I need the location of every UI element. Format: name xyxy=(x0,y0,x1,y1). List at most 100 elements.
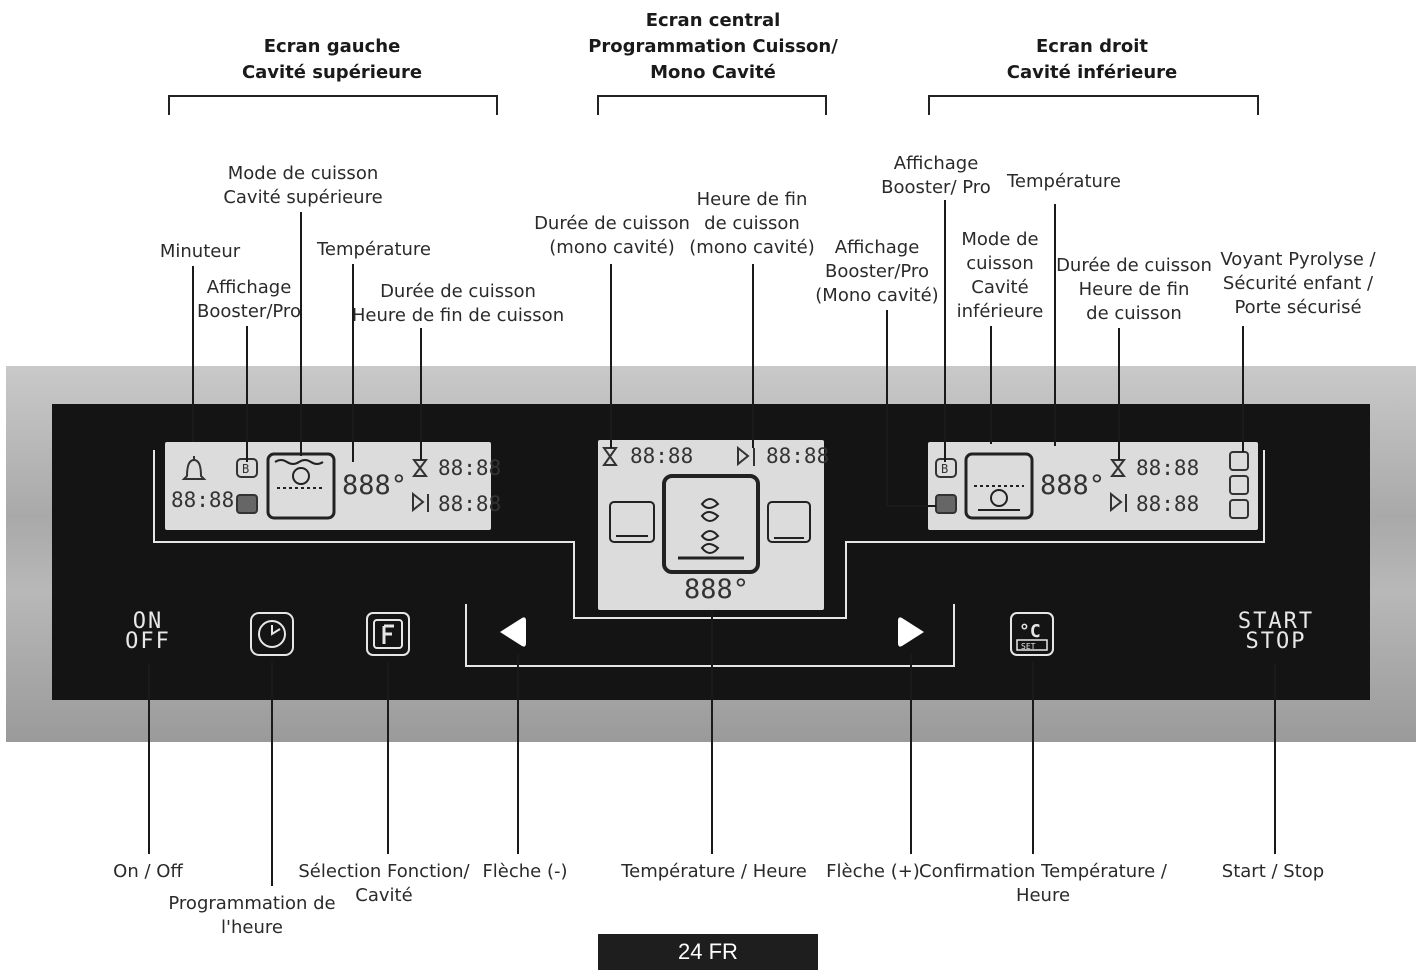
label-temp-right: Température xyxy=(1006,171,1122,192)
bracket-left xyxy=(168,95,498,115)
left-timer-readout: 88:88 xyxy=(171,488,235,512)
label-start-stop: Start / Stop xyxy=(1221,861,1325,882)
fan-mode-icon xyxy=(662,474,760,574)
leader-line xyxy=(1118,328,1120,460)
label-heure-fin-mono: Heure de fin de cuisson (mono cavité) xyxy=(689,189,815,258)
left-display xyxy=(165,442,491,530)
center-temp-readout: 888° xyxy=(684,574,750,605)
leader-line xyxy=(352,264,354,462)
label-prog-heure: Programmation de l'heure xyxy=(168,893,336,938)
svg-text:B: B xyxy=(941,462,948,476)
center-display-icons xyxy=(602,445,811,574)
cavity-lower-icon xyxy=(964,452,1034,520)
right-display-icons: B xyxy=(935,451,1249,520)
upper-cavity-selector-icon xyxy=(609,501,655,543)
left-display-icons: B xyxy=(181,452,429,520)
bracket-center xyxy=(597,95,827,115)
leader-line xyxy=(752,264,754,448)
leader-line xyxy=(387,662,389,854)
header-center-screen: Ecran central Programmation Cuisson/ Mon… xyxy=(588,10,838,83)
right-temp-readout: 888° xyxy=(1040,470,1106,501)
left-duration-readout: 88:88 xyxy=(438,456,502,480)
pro-icon xyxy=(236,494,258,514)
label-temp-left: Température xyxy=(316,239,432,260)
svg-text:°C: °C xyxy=(1019,621,1041,642)
svg-text:B: B xyxy=(242,462,249,476)
leader-line xyxy=(1032,662,1034,854)
clock-button[interactable] xyxy=(250,612,294,656)
pro-icon xyxy=(935,494,957,514)
arrow-right-button[interactable] xyxy=(894,614,928,650)
leader-line xyxy=(1242,326,1244,452)
fan-icon xyxy=(678,498,744,560)
leader-line xyxy=(148,664,150,854)
leader-line xyxy=(517,654,519,854)
hourglass-icon xyxy=(602,447,618,466)
label-fleche-plus: Flèche (+) xyxy=(826,861,920,882)
hourglass-icon xyxy=(1110,459,1126,477)
leader-line xyxy=(246,326,248,462)
label-temp-heure: Température / Heure xyxy=(621,861,807,882)
door-lock-icon xyxy=(1229,499,1249,519)
end-time-icon xyxy=(1110,491,1127,513)
label-affichage-mono: Affichage Booster/Pro (Mono cavité) xyxy=(815,237,939,306)
label-minuteur: Minuteur xyxy=(159,241,241,262)
leader-line xyxy=(886,310,888,506)
leader-line xyxy=(192,266,194,442)
label-fleche-minus: Flèche (-) xyxy=(482,861,568,882)
function-icon xyxy=(366,612,410,656)
leader-line xyxy=(420,328,422,460)
page-footer: 24 FR xyxy=(598,934,818,970)
header-left-screen: Ecran gauche Cavité supérieure xyxy=(241,36,423,83)
leader-line xyxy=(271,662,273,886)
arrow-left-button[interactable] xyxy=(496,614,530,650)
center-duration-readout: 88:88 xyxy=(630,444,694,468)
bell-icon xyxy=(181,456,207,480)
leader-line xyxy=(300,212,302,456)
lower-cavity-selector-icon xyxy=(767,501,811,543)
leader-line xyxy=(910,654,912,854)
temp-set-icon xyxy=(1010,612,1054,656)
end-time-icon xyxy=(412,491,429,513)
child-lock-icon xyxy=(1229,475,1249,495)
label-affichage-right: Affichage Booster/ Pro xyxy=(881,153,991,198)
leader-line xyxy=(990,326,992,444)
right-duration-readout: 88:88 xyxy=(1136,456,1200,480)
temp-set-button[interactable]: °C SET xyxy=(1010,612,1054,656)
booster-icon: B xyxy=(935,458,957,478)
leader-line xyxy=(1274,664,1276,854)
cavity-upper-icon xyxy=(266,452,336,520)
start-stop-button[interactable]: START STOP xyxy=(1237,609,1315,654)
leader-line xyxy=(886,505,936,507)
leader-line xyxy=(610,264,612,448)
hourglass-icon xyxy=(412,459,428,477)
center-display xyxy=(598,440,824,610)
left-end-readout: 88:88 xyxy=(438,492,502,516)
label-duree-mono: Durée de cuisson (mono cavité) xyxy=(534,213,690,258)
bracket-right xyxy=(928,95,1259,115)
leader-line xyxy=(1054,204,1056,446)
label-duree-left: Durée de cuisson Heure de fin de cuisson xyxy=(351,281,565,326)
label-mode-upper: Mode de cuisson Cavité supérieure xyxy=(223,163,383,208)
label-selection: Sélection Fonction/ Cavité xyxy=(298,861,470,906)
end-time-icon xyxy=(737,445,755,467)
center-end-readout: 88:88 xyxy=(766,444,830,468)
label-duree-right: Durée de cuisson Heure de fin de cuisson xyxy=(1056,255,1212,324)
clock-icon xyxy=(250,612,294,656)
function-button[interactable] xyxy=(366,612,410,656)
right-end-readout: 88:88 xyxy=(1136,492,1200,516)
on-off-button[interactable]: ON OFF xyxy=(125,609,171,654)
left-temp-readout: 888° xyxy=(342,470,408,501)
leader-line xyxy=(944,200,946,462)
label-voyant: Voyant Pyrolyse / Sécurité enfant / Port… xyxy=(1220,249,1376,318)
label-affichage-left: Affichage Booster/Pro xyxy=(197,277,301,322)
pyrolysis-icon xyxy=(1229,451,1249,471)
label-confirmation: Confirmation Température / Heure xyxy=(919,861,1167,906)
leader-line xyxy=(711,610,713,854)
arrow-left-icon xyxy=(500,617,526,647)
label-on-off: On / Off xyxy=(113,861,183,882)
arrow-right-icon xyxy=(898,617,924,647)
label-mode-lower: Mode de cuisson Cavité inférieure xyxy=(956,229,1044,322)
header-right-screen: Ecran droit Cavité inférieure xyxy=(1006,36,1178,83)
